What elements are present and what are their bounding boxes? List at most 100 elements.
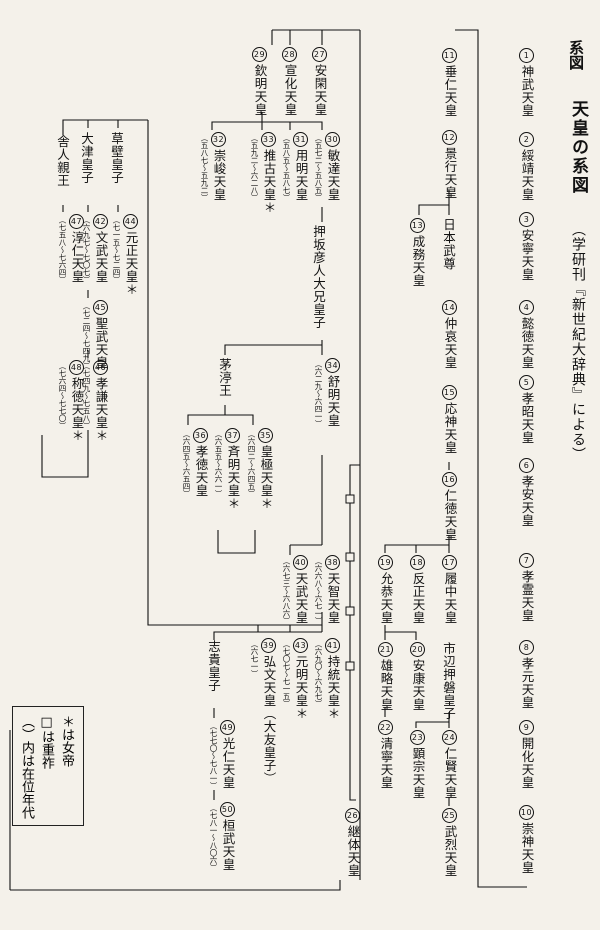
reign-order-number: 48 (69, 360, 84, 375)
emperor-node-e17: 17 履中天皇 (442, 555, 458, 624)
reign-order-number: 31 (293, 132, 308, 147)
reign-order-number: 45 (93, 300, 108, 315)
emperor-name: 継体天皇 (345, 825, 361, 877)
emperor-name: 草壁皇子 (109, 132, 124, 184)
reign-order-number: 17 (442, 555, 457, 570)
reign-order-number: 30 (325, 132, 340, 147)
emperor-node-e49: 49光仁天皇（七七〇〜七八一） (207, 720, 236, 790)
reign-order-number: 37 (225, 428, 240, 443)
emperor-node-e3: 3 安寧天皇 (519, 212, 535, 281)
emperor-name: 綏靖天皇 (519, 149, 535, 201)
reign-order-number: 8 (519, 640, 534, 655)
emperor-name: 履中天皇 (442, 572, 458, 624)
reign-order-number: 29 (252, 47, 267, 62)
emperor-name: 雄略天皇 (378, 659, 394, 711)
emperor-name: 允恭天皇 (378, 572, 394, 624)
emperor-name: 志貴皇子 (206, 640, 221, 692)
emperor-name: 光仁天皇 (220, 737, 236, 789)
emperor-node-e9: 9開化天皇 (519, 720, 535, 789)
emperor-name: 懿徳天皇 (519, 317, 535, 369)
reign-order-number: 12 (442, 130, 457, 145)
emperor-name: 文武天皇 (93, 231, 109, 283)
emperor-name: 皇極天皇＊ (258, 445, 274, 510)
emperor-name: 仲哀天皇 (442, 317, 458, 369)
reign-order-number: 3 (519, 212, 534, 227)
reign-order-number: 15 (442, 385, 457, 400)
legend-box: ＊は女帝 □は重祚 （）内は在位年代 (12, 706, 84, 826)
reign-order-number: 23 (410, 730, 425, 745)
emperor-name: 押坂彦人大兄皇子 (311, 225, 326, 329)
reign-order-number: 32 (211, 132, 226, 147)
emperor-name: 推古天皇＊ (261, 149, 277, 214)
reign-order-number: 18 (410, 555, 425, 570)
emperor-name: 武烈天皇 (442, 825, 458, 877)
emperor-name: 元明天皇＊ (293, 655, 309, 720)
reign-order-number: 6 (519, 458, 534, 473)
emperor-node-e1: 1神武天皇 (519, 48, 535, 117)
emperor-name: 欽明天皇 (252, 64, 268, 116)
emperor-node-e7: 7孝霊天皇 (519, 553, 535, 622)
reign-years: （六四五〜六五四） (182, 430, 191, 498)
emperor-node-e12: 12景行天皇 (442, 130, 458, 199)
emperor-node-e37: 37斉明天皇＊（六五五〜六六一） (212, 428, 241, 510)
emperor-name: 安閑天皇 (312, 64, 328, 116)
reign-order-number: 36 (193, 428, 208, 443)
emperor-node-e15: 15 応神天皇 (442, 385, 458, 454)
reign-order-number: 10 (519, 805, 534, 820)
emperor-name: 弘文天皇（大友皇子） (261, 655, 277, 785)
reign-years: （六七三〜六八六） (282, 557, 291, 625)
reign-order-number: 49 (220, 720, 235, 735)
reign-order-number: 33 (261, 132, 276, 147)
legend-reign: （）内は在位年代 (19, 715, 34, 819)
emperor-node-e48: 48称徳天皇＊（七六四〜七七〇） (56, 360, 85, 442)
emperor-node-e22: 22清寧天皇 (378, 720, 394, 789)
emperor-name: 安寧天皇 (519, 229, 535, 281)
emperor-name: 持統天皇＊ (325, 655, 341, 720)
emperor-node-e38: 38天智天皇（六六八〜六七一） (312, 555, 341, 625)
reign-years: （七〇七〜七一五） (282, 640, 291, 708)
emperor-node-yt: 日本武尊 (441, 218, 456, 270)
emperor-node-e13: 13成務天皇 (410, 218, 426, 287)
emperor-name: 孝昭天皇 (519, 392, 535, 444)
legend-chouso: □は重祚 (39, 715, 54, 769)
emperor-name: 崇峻天皇 (211, 149, 227, 201)
reign-order-number: 44 (123, 214, 138, 229)
reign-order-number: 21 (378, 642, 393, 657)
reign-order-number: 46 (93, 360, 108, 375)
emperor-name: 孝安天皇 (519, 475, 535, 527)
emperor-name: 天武天皇 (293, 572, 309, 624)
emperor-node-e24: 24仁賢天皇 (442, 730, 458, 799)
emperor-node-e35: 35皇極天皇＊（六四二〜六四五） (245, 428, 274, 510)
reign-order-number: 1 (519, 48, 534, 63)
section-label: 系図 (567, 40, 585, 70)
emperor-node-e2: 2綏靖天皇 (519, 132, 535, 201)
emperor-node-e32: 32崇峻天皇（五八七〜五九二） (198, 132, 227, 202)
emperor-node-e36: 36孝徳天皇（六四五〜六五四） (180, 428, 209, 498)
reign-order-number: 47 (69, 214, 84, 229)
reign-order-number: 41 (325, 638, 340, 653)
emperor-name: 仁徳天皇 (442, 489, 458, 541)
reign-order-number: 4 (519, 300, 534, 315)
reign-years: （五八五〜五八七） (282, 134, 291, 202)
reign-order-number: 35 (258, 428, 273, 443)
emperor-name: 市辺押磐皇子 (441, 642, 456, 720)
emperor-name: 応神天皇 (442, 402, 458, 454)
emperor-node-e45: 45聖武天皇（七二四〜七四九） (80, 300, 109, 370)
emperor-node-e21: 21 雄略天皇 (378, 642, 394, 711)
emperor-node-e23: 23顕宗天皇 (410, 730, 426, 799)
reign-order-number: 42 (93, 214, 108, 229)
reign-years: （六九七〜七〇七） (82, 216, 91, 284)
emperor-name: 日本武尊 (441, 218, 456, 270)
emperor-node-e19: 19允恭天皇 (378, 555, 394, 624)
emperor-name: 茅渟王 (217, 358, 232, 397)
emperor-node-e28: 28宣化天皇 (282, 47, 298, 116)
source-note: （学研刊『新世紀大辞典』による） (570, 222, 586, 462)
emperor-name: 孝霊天皇 (519, 570, 535, 622)
reign-order-number: 5 (519, 375, 534, 390)
reign-years: （六二九〜六四一） (314, 360, 323, 428)
emperor-name: 仁賢天皇 (442, 747, 458, 799)
reign-years: （六六八〜六七一） (314, 557, 323, 625)
emperor-name: 開化天皇 (519, 737, 535, 789)
reign-order-number: 11 (442, 48, 457, 63)
emperor-node-e44: 44元正天皇＊（七一五〜七二四） (110, 214, 139, 296)
